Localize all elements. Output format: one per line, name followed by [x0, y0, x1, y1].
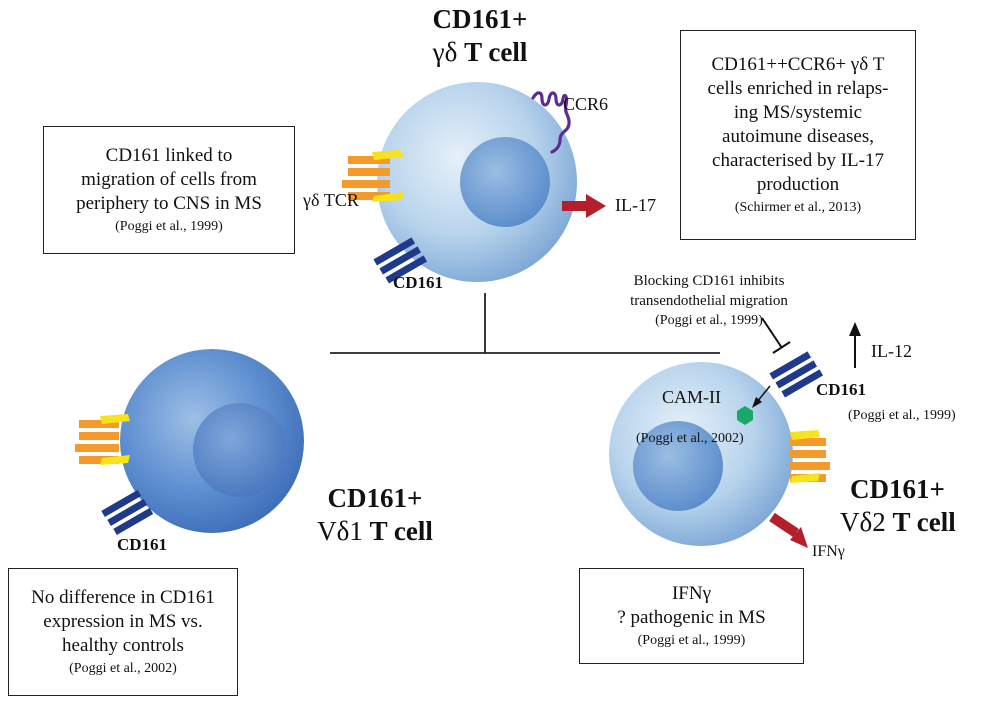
left-cell-title-line1: CD161+: [327, 483, 423, 513]
info-box-ccr6-line: ing MS/systemic: [733, 101, 863, 123]
cd161-receptor-icon-top: [373, 237, 428, 284]
info-box-ifng-citation: (Poggi et al., 1999): [637, 632, 746, 648]
info-box-ccr6-citation: (Schirmer et al., 2013): [734, 199, 862, 215]
info-box-ccr6-line: cells enriched in relaps-: [707, 77, 889, 99]
info-box-ifng-line: ? pathogenic in MS: [617, 606, 766, 628]
blocking-note-line2: transendothelial migration: [630, 293, 788, 309]
tcr-receptor-icon: [342, 150, 404, 202]
ifng-arrow-icon: [769, 512, 808, 548]
left-cell-title-rest: T cell: [369, 516, 433, 546]
il12-arrow-icon: [849, 322, 861, 368]
tcr-receptor-icon-right: [790, 430, 830, 483]
right-cell-title-line1: CD161+: [850, 474, 945, 504]
il17-label: IL-17: [615, 195, 656, 215]
blocking-note: Blocking CD161 inhibits transendothelial…: [596, 271, 822, 331]
right-cell-title-rest: T cell: [892, 507, 956, 537]
info-box-ifng: IFNγ ? pathogenic in MS (Poggi et al., 1…: [579, 568, 804, 664]
info-box-expression-line: expression in MS vs.: [43, 610, 203, 632]
info-box-migration: CD161 linked to migration of cells from …: [43, 126, 295, 254]
inhibition-icon: [761, 317, 791, 354]
top-cell-title-line1: CD161+: [432, 4, 528, 34]
info-box-migration-line: migration of cells from: [81, 168, 257, 190]
info-box-migration-line: CD161 linked to: [105, 144, 233, 166]
info-box-migration-line: periphery to CNS in MS: [76, 192, 262, 214]
il12-label: IL-12: [871, 341, 912, 361]
cd161-label-right: CD161: [816, 380, 867, 399]
left-cell: [120, 349, 304, 533]
info-box-ccr6: CD161++CCR6+ γδ T cells enriched in rela…: [680, 30, 916, 240]
camii-label: CAM-II: [662, 387, 721, 407]
right-cell-title: CD161+ Vδ2 T cell: [840, 473, 992, 539]
info-box-ccr6-line: production: [756, 173, 840, 195]
ccr6-receptor-icon: [531, 91, 571, 154]
info-box-expression: No difference in CD161 expression in MS …: [8, 568, 238, 696]
info-box-expression-line: No difference in CD161: [31, 586, 215, 608]
connector-lines: [330, 293, 720, 354]
tcr-label: γδ TCR: [303, 190, 359, 210]
ifng-label: IFNγ: [812, 543, 845, 560]
cd161-label-top: CD161: [393, 273, 444, 292]
camii-citation: (Poggi et al., 2002): [636, 431, 744, 446]
top-cell-title-rest: T cell: [464, 37, 528, 67]
tcr-receptor-icon-left: [75, 414, 130, 465]
blocking-note-line1: Blocking CD161 inhibits: [633, 273, 785, 289]
top-cell-title: CD161+ γδ T cell: [380, 3, 580, 69]
left-cell-nucleus: [193, 403, 287, 497]
cd161-receptor-icon-right: [769, 351, 824, 398]
cd161-receptor-icon-left: [101, 489, 154, 535]
il17-arrow-icon: [562, 194, 606, 218]
top-cell-title-greek: γδ: [432, 37, 458, 67]
info-box-expression-citation: (Poggi et al., 2002): [69, 660, 177, 676]
cd161-label-left: CD161: [117, 535, 168, 554]
info-box-ccr6-line: autoimune diseases,: [722, 125, 874, 147]
right-cell-title-greek: Vδ2: [840, 507, 886, 537]
camii-ligand-icon: [737, 406, 753, 425]
il12-citation: (Poggi et al., 1999): [848, 408, 956, 423]
info-box-ccr6-line: CD161++CCR6+ γδ T: [711, 53, 885, 75]
top-cell-nucleus: [460, 137, 550, 227]
top-cell: [377, 82, 577, 282]
left-cell-title: CD161+ Vδ1 T cell: [290, 482, 460, 548]
binding-arrow-icon: [752, 385, 771, 408]
left-cell-title-greek: Vδ1: [317, 516, 363, 546]
ccr6-label: CCR6: [563, 94, 609, 114]
info-box-migration-citation: (Poggi et al., 1999): [115, 218, 223, 234]
blocking-note-citation: (Poggi et al., 1999): [655, 313, 763, 328]
right-cell-nucleus: [633, 421, 723, 511]
info-box-expression-line: healthy controls: [62, 634, 184, 656]
info-box-ifng-line: IFNγ: [671, 582, 711, 604]
info-box-ccr6-line: characterised by IL-17: [712, 149, 884, 171]
